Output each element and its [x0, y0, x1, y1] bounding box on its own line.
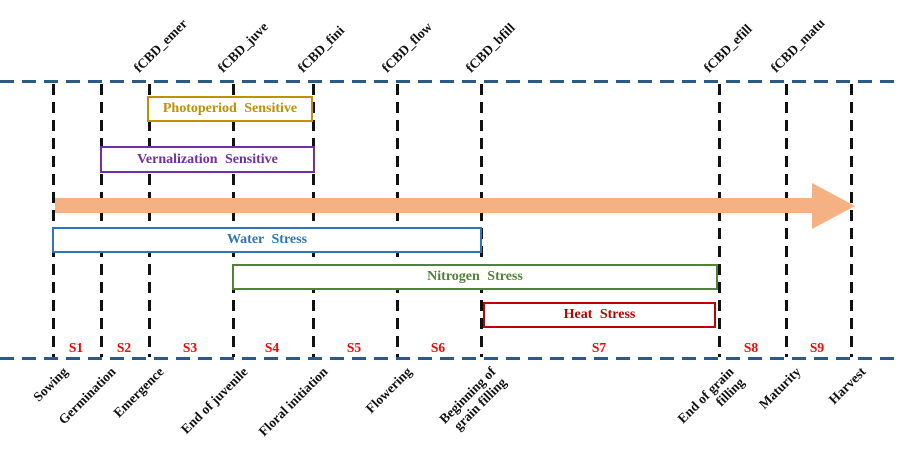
- boundary-line-flowering: [396, 84, 399, 357]
- photoperiod-sensitive-band: Photoperiod Sensitive: [147, 96, 313, 122]
- top-label-fcbd-bfill: fCBD_bfill: [462, 20, 518, 76]
- vernalization-sensitive-label: Vernalization Sensitive: [137, 151, 278, 167]
- boundary-line-end-of-grain-filling: [718, 84, 721, 357]
- stage-label-s8: S8: [743, 340, 759, 355]
- bottom-label-beginning-of-grain-filling: Beginning of grain filling: [436, 364, 510, 434]
- boundary-line-floral-initiation: [312, 84, 315, 357]
- photoperiod-sensitive-label: Photoperiod Sensitive: [162, 101, 298, 116]
- stage-label-s3: S3: [182, 340, 198, 355]
- stage-label-s5: S5: [346, 340, 362, 355]
- lower-timeline-dashed-line: [0, 357, 900, 360]
- boundary-line-end-of-juvenile: [232, 84, 235, 357]
- top-label-fcbd-matu: fCBD_matu: [767, 15, 828, 76]
- boundary-line-emergence: [148, 84, 151, 357]
- water-stress-band: Water Stress: [52, 227, 482, 253]
- vernalization-sensitive-band: Vernalization Sensitive: [100, 146, 315, 173]
- upper-timeline-dashed-line: [0, 80, 900, 83]
- heat-stress-band: Heat Stress: [483, 302, 716, 328]
- nitrogen-stress-band: Nitrogen Stress: [232, 264, 718, 290]
- boundary-line-maturity: [785, 84, 788, 357]
- water-stress-label: Water Stress: [226, 232, 308, 247]
- heat-stress-label: Heat Stress: [563, 307, 636, 322]
- stage-label-s6: S6: [430, 340, 446, 355]
- stage-label-s7: S7: [591, 340, 607, 355]
- stage-label-s9: S9: [809, 340, 825, 355]
- stage-label-s1: S1: [68, 340, 84, 355]
- stage-label-s4: S4: [264, 340, 280, 355]
- time-arrow-head-icon: [812, 183, 855, 229]
- boundary-line-beginning-of-grain-filling: [480, 84, 483, 357]
- boundary-line-germination: [100, 84, 103, 357]
- stage-label-s2: S2: [116, 340, 132, 355]
- nitrogen-stress-label: Nitrogen Stress: [427, 269, 523, 284]
- boundary-line-sowing: [52, 84, 55, 357]
- time-arrow-body: [55, 198, 813, 213]
